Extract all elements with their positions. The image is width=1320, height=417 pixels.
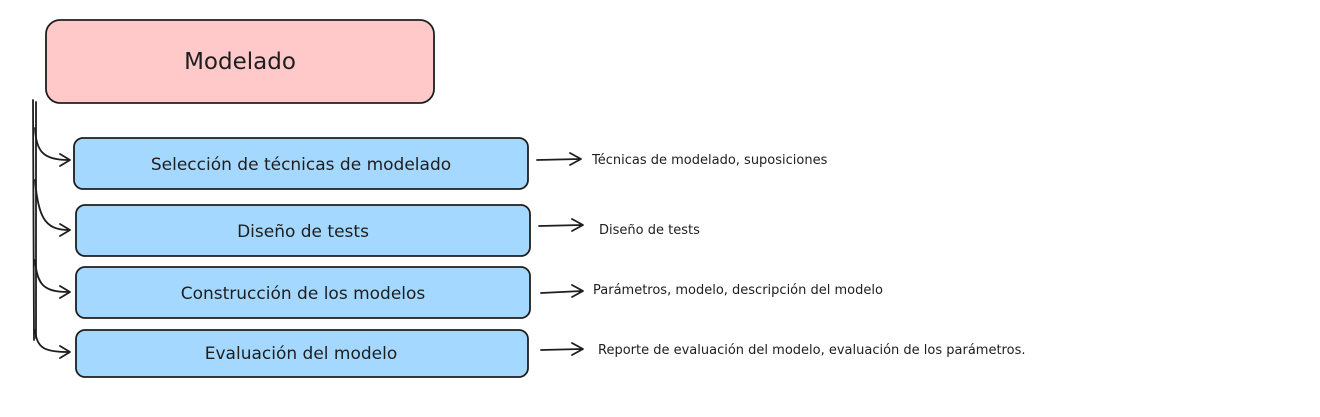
step-node: Evaluación del modelo Reporte de evaluac… xyxy=(75,329,1025,378)
branch-arrowhead-3 xyxy=(59,285,71,299)
branch-arrowhead-4 xyxy=(59,345,71,359)
step-box xyxy=(75,266,531,319)
step-label: Diseño de tests xyxy=(237,222,369,242)
branch-connector-1 xyxy=(34,127,69,161)
title-box xyxy=(45,19,435,104)
output-arrow xyxy=(536,152,582,166)
output-arrow xyxy=(540,342,584,356)
output-arrow xyxy=(538,218,584,232)
branch-arrowhead-2 xyxy=(59,223,71,237)
step-output: Reporte de evaluación del modelo, evalua… xyxy=(598,343,1025,358)
step-node: Construcción de los modelos Parámetros, … xyxy=(75,266,883,319)
hierarchy-connectors xyxy=(32,99,71,359)
step-box xyxy=(75,204,531,257)
step-label: Construcción de los modelos xyxy=(181,284,426,304)
branch-connector-4 xyxy=(34,329,69,353)
step-node: Selección de técnicas de modelado Técnic… xyxy=(73,137,828,190)
step-node: Diseño de tests Diseño de tests xyxy=(75,204,700,257)
output-arrow xyxy=(540,284,584,298)
branch-connector-3 xyxy=(34,259,69,293)
step-output: Parámetros, modelo, descripción del mode… xyxy=(593,283,883,298)
trunk-line xyxy=(32,99,35,341)
branch-arrowhead-1 xyxy=(59,153,71,167)
step-output: Técnicas de modelado, suposiciones xyxy=(591,153,828,168)
step-output: Diseño de tests xyxy=(599,223,700,238)
step-label: Evaluación del modelo xyxy=(205,344,398,364)
step-box xyxy=(73,137,529,190)
title-label: Modelado xyxy=(184,49,296,75)
step-label: Selección de técnicas de modelado xyxy=(151,155,451,175)
step-box xyxy=(75,329,529,378)
branch-connector-2 xyxy=(34,179,69,231)
title-node: Modelado xyxy=(45,19,435,104)
